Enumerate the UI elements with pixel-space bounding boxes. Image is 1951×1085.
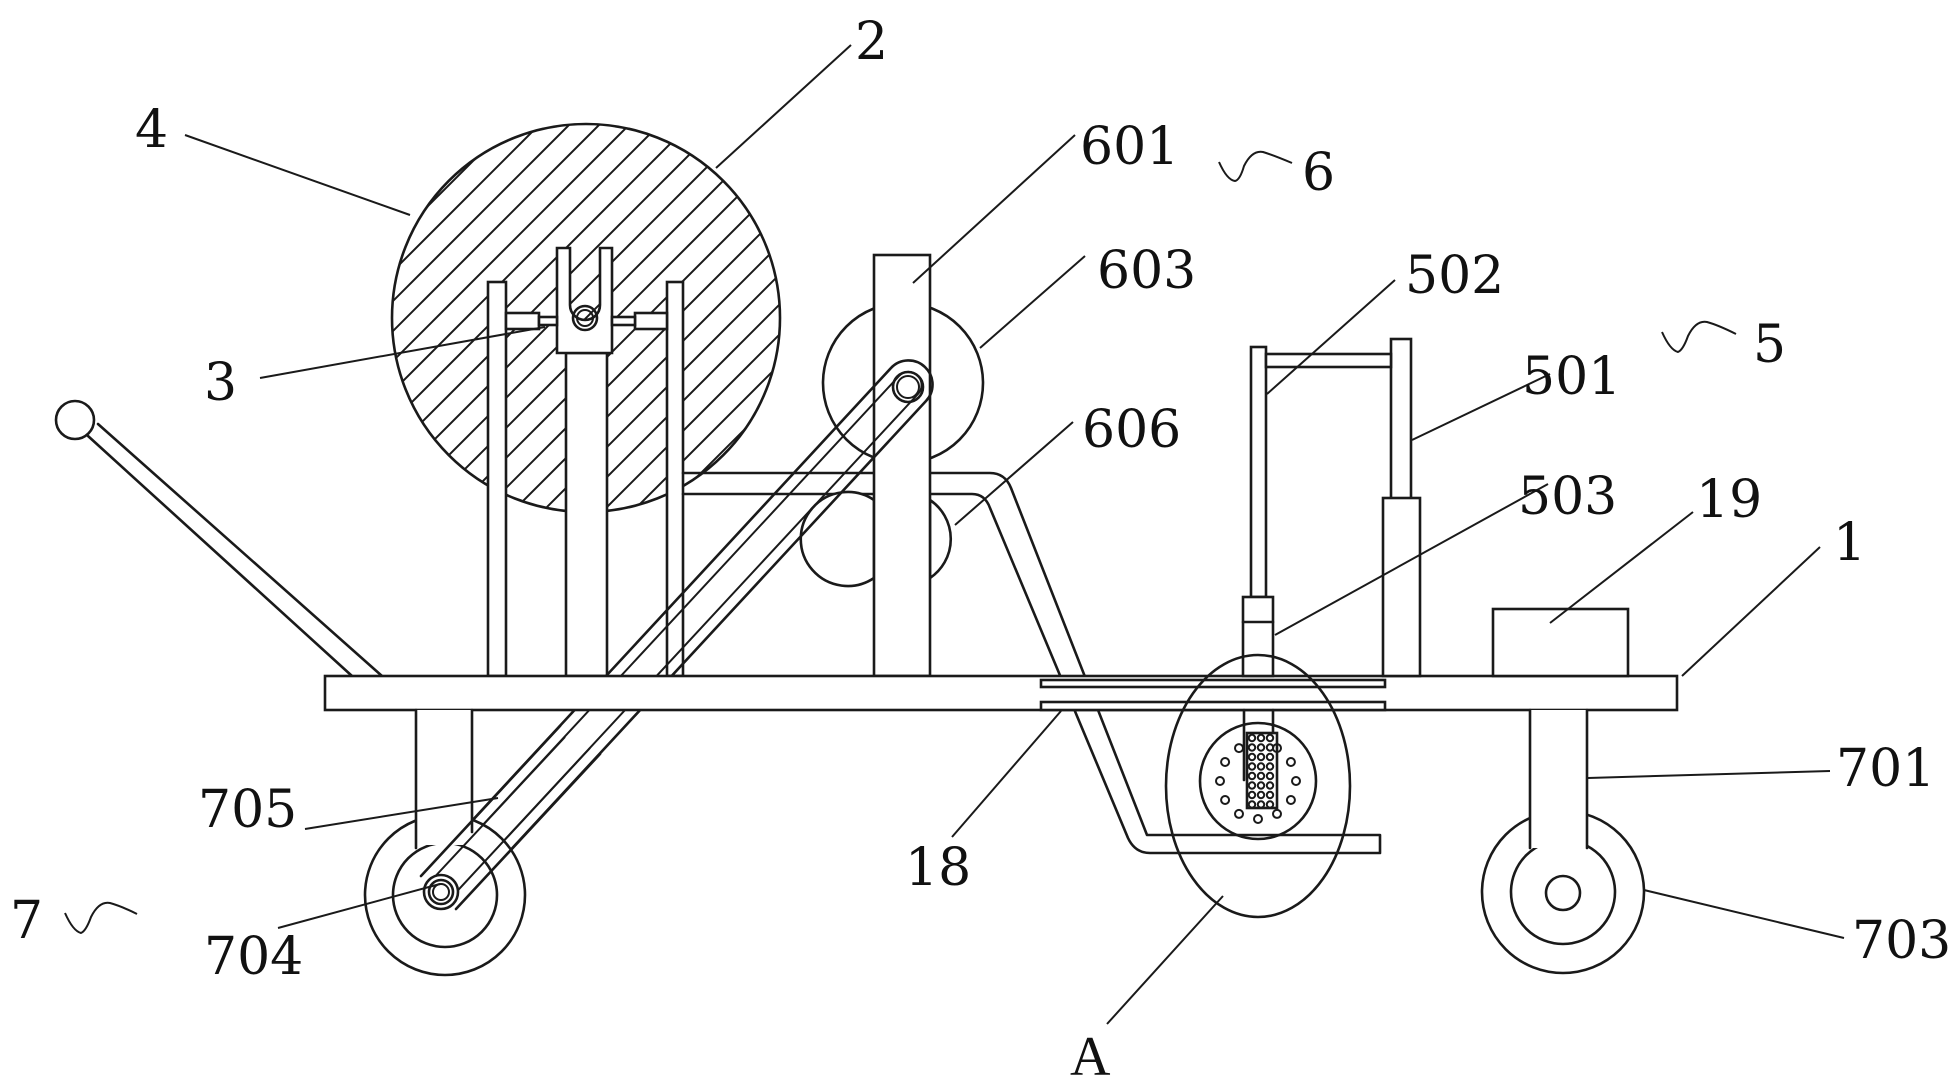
mesh-hole [1247, 771, 1257, 781]
mesh-hole [1247, 762, 1257, 771]
hatch-line [565, 124, 780, 512]
label-501: 501 [1522, 347, 1621, 407]
hatch-line [445, 124, 780, 512]
bolt-hole [1291, 776, 1301, 786]
label-7: 7 [10, 891, 43, 951]
mesh-hole [1247, 752, 1257, 762]
mesh-hole [1256, 800, 1266, 808]
mesh-hole [1265, 752, 1275, 762]
label-6: 6 [1302, 143, 1335, 203]
bolt-hole [1253, 814, 1263, 824]
mesh-hole [1256, 790, 1266, 800]
reel-axle [571, 304, 599, 332]
label-18: 18 [905, 838, 971, 898]
label-5: 5 [1753, 315, 1786, 375]
group-markers [64, 150, 1737, 935]
label-704: 704 [204, 927, 303, 987]
mesh-hole [1247, 743, 1257, 752]
mesh-hole [1256, 752, 1266, 762]
cable-path [681, 471, 1382, 855]
bolt-hole [1272, 808, 1282, 819]
callout-labels: 2 4 601 6 603 502 5 501 3 606 503 19 1 7… [10, 12, 1951, 1085]
mesh-hole [1265, 781, 1275, 790]
label-603: 603 [1097, 241, 1196, 301]
hatch-line [535, 124, 780, 512]
hatch-line [392, 124, 697, 512]
label-503: 503 [1518, 467, 1617, 527]
push-handle [54, 399, 384, 678]
lower-pulley-left [799, 490, 876, 588]
bolt-hole [1285, 795, 1296, 805]
hatch-line [392, 124, 427, 512]
label-606: 606 [1082, 400, 1181, 460]
label-19: 19 [1696, 470, 1762, 530]
label-4: 4 [135, 100, 168, 160]
mesh-hole [1265, 771, 1275, 781]
handle-knob [54, 399, 96, 441]
label-502: 502 [1405, 246, 1504, 306]
bolt-hole [1272, 743, 1282, 754]
platform-base [323, 674, 1679, 712]
bolt-hole [1234, 743, 1244, 754]
label-703: 703 [1852, 911, 1951, 971]
hatch-line [392, 124, 487, 512]
hatch-line [475, 124, 780, 512]
tension-pulleys [799, 253, 985, 678]
bolt-hole [1220, 795, 1231, 805]
bolt-hole [1234, 808, 1244, 819]
mesh-hole [1256, 781, 1266, 790]
mesh-hole [1256, 762, 1266, 771]
detail-a [1164, 653, 1352, 919]
lower-pulley-right [928, 497, 952, 581]
mesh-hole [1247, 781, 1257, 790]
hatch-line [392, 124, 457, 512]
mesh-hole [1256, 733, 1266, 743]
mesh-hole [1265, 733, 1275, 743]
hatch-line [392, 124, 727, 512]
hatch-line [392, 124, 667, 512]
hydraulic-cylinder [1381, 496, 1422, 678]
label-601: 601 [1080, 117, 1179, 177]
label-1: 1 [1833, 513, 1866, 573]
mesh-hole [1247, 790, 1257, 800]
drive-belt-lower [419, 724, 602, 911]
bolt-hole [1285, 757, 1296, 767]
rear-wheel-assembly [1480, 708, 1646, 975]
mesh-hole [1265, 800, 1275, 808]
label-3: 3 [204, 353, 237, 413]
bolt-hole [1220, 757, 1231, 767]
hatch-line [392, 124, 547, 512]
leader-lines [184, 44, 1845, 1025]
mesh-hole [1247, 733, 1257, 743]
mesh-hole [1265, 762, 1275, 771]
hatch-line [392, 124, 607, 512]
label-705: 705 [198, 780, 297, 840]
bolt-hole [1215, 776, 1225, 786]
label-2: 2 [855, 12, 888, 72]
mesh-hole [1256, 743, 1266, 752]
hatch-line [392, 124, 517, 512]
control-box [1491, 607, 1630, 678]
mesh-hole [1265, 790, 1275, 800]
label-701: 701 [1836, 739, 1935, 799]
label-A: A [1070, 1026, 1111, 1085]
hatch-line [392, 124, 637, 512]
lifting-assembly [1241, 337, 1422, 678]
mesh-hole [1256, 771, 1266, 781]
support-column [872, 253, 932, 678]
reel-stand [486, 246, 685, 678]
mesh-hole [1247, 800, 1257, 808]
